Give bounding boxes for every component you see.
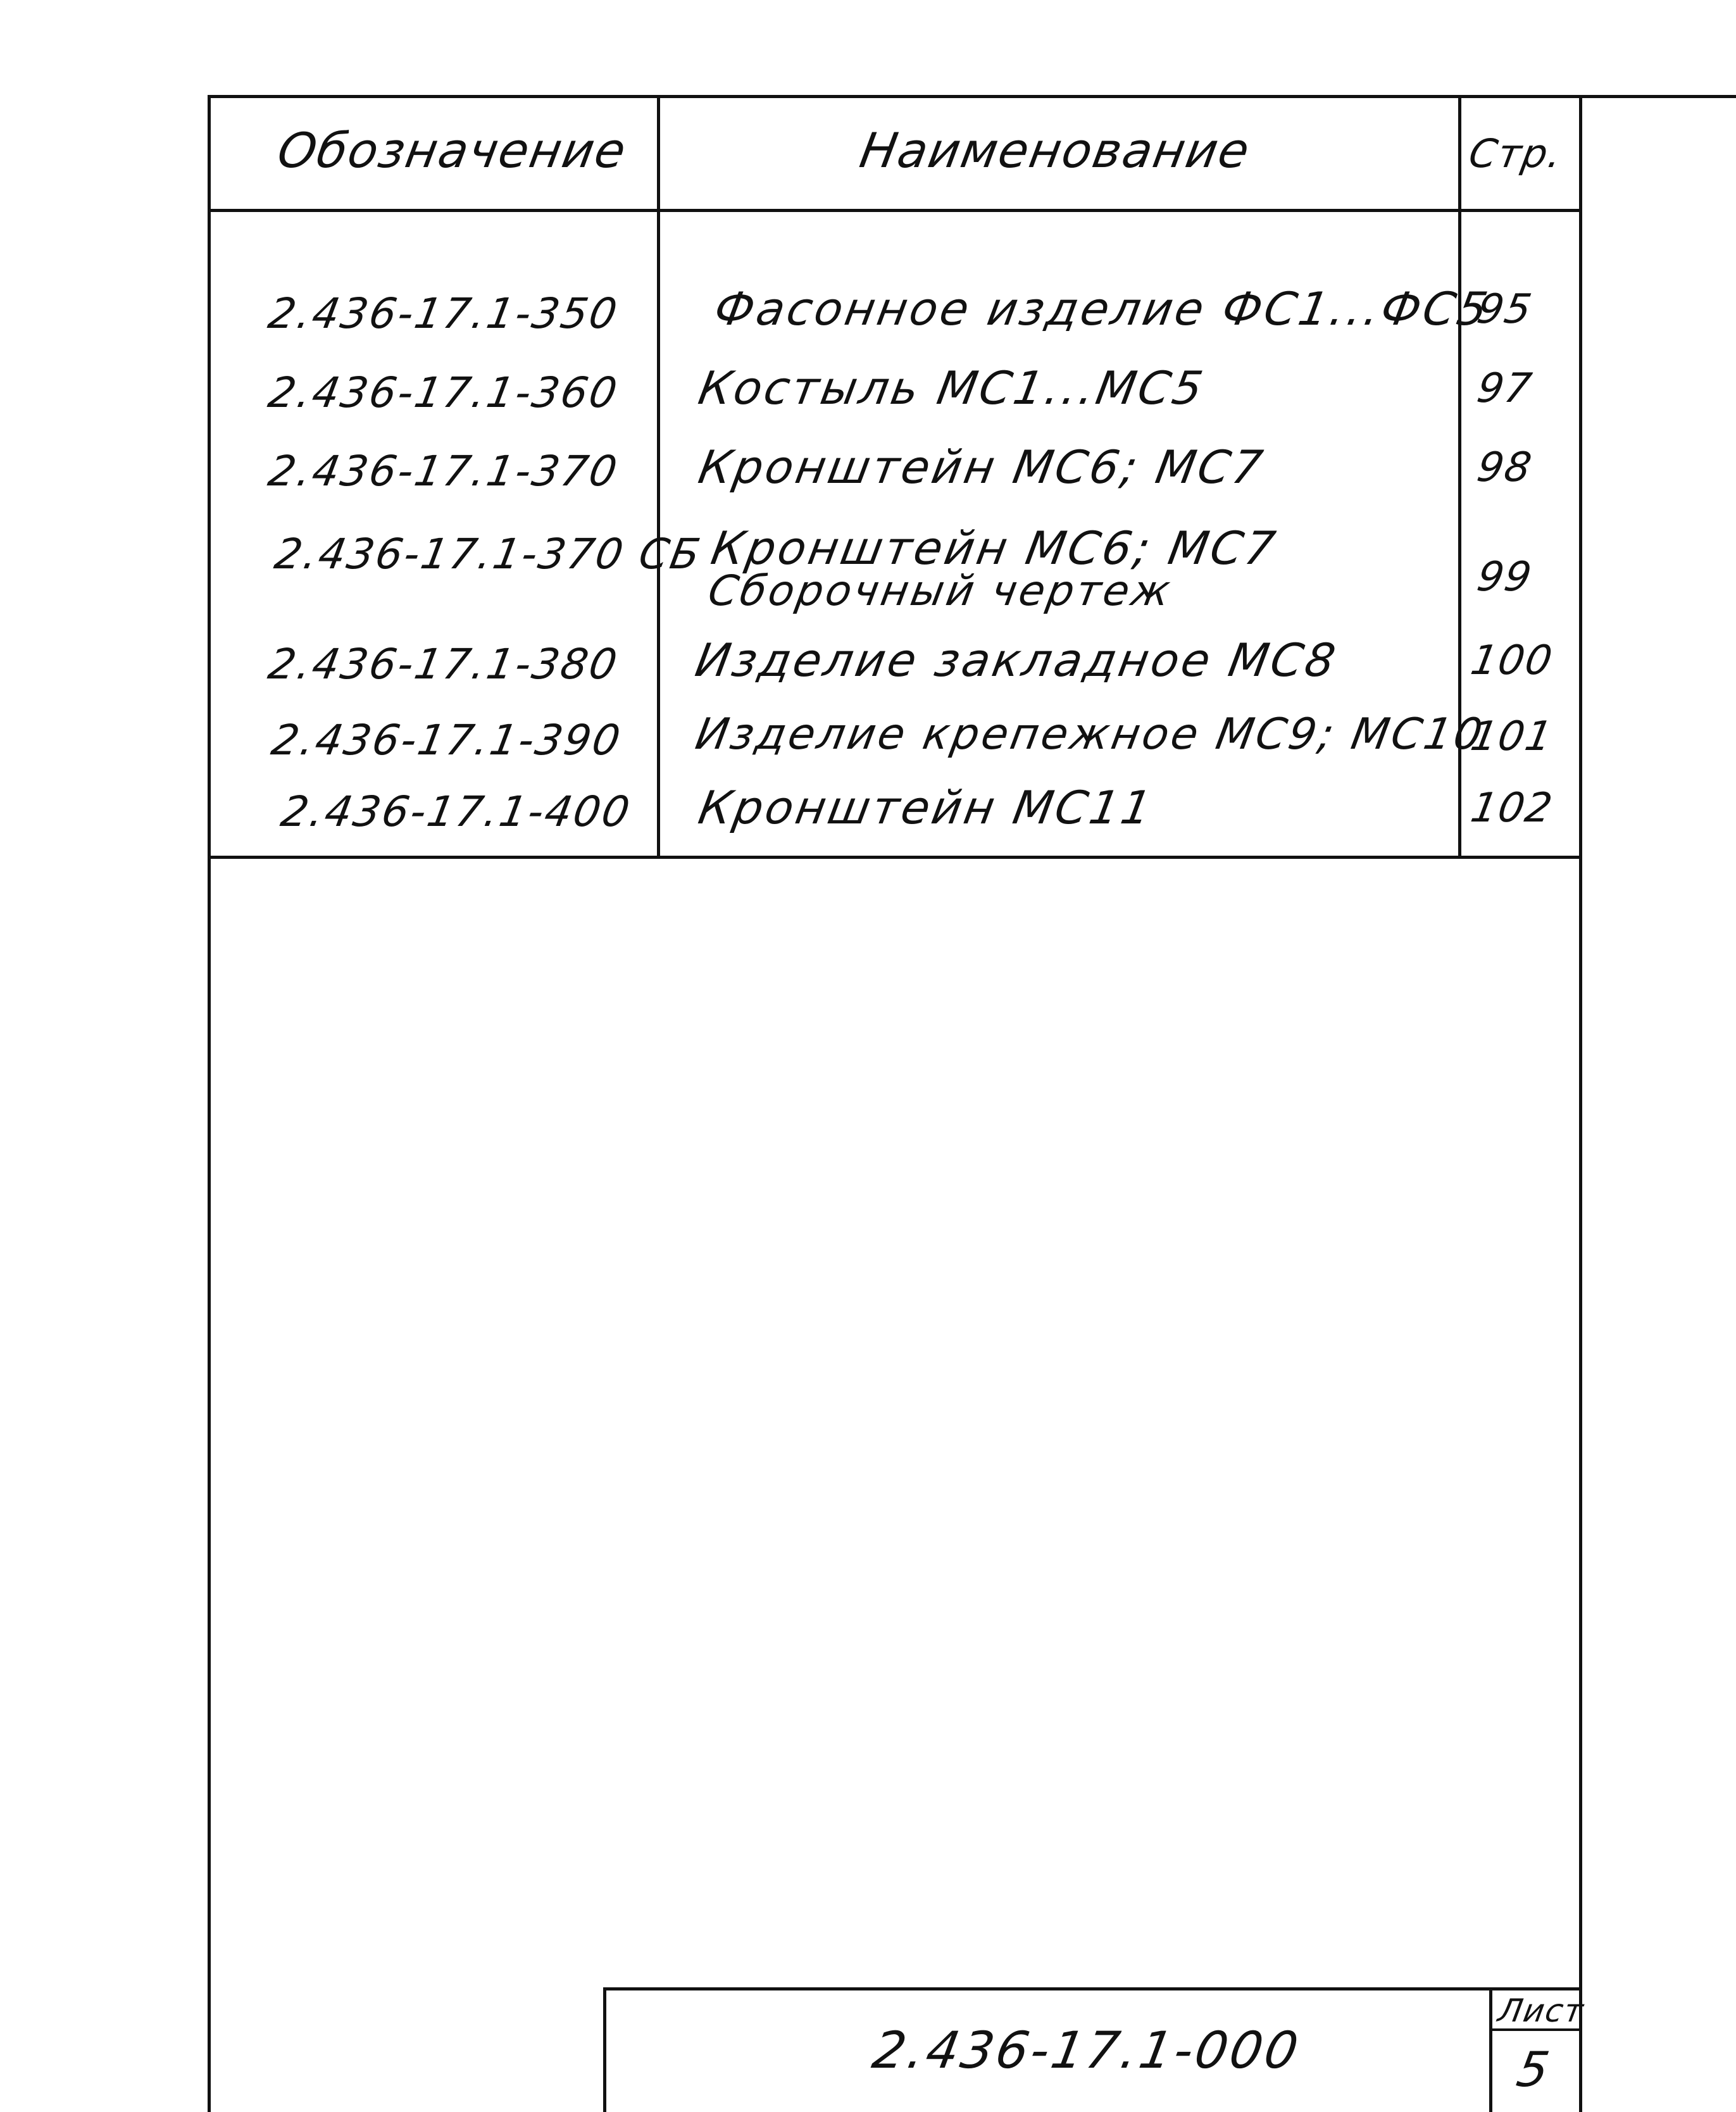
frame-right-line bbox=[1579, 95, 1582, 2112]
stamp-left-line bbox=[603, 1987, 606, 2112]
row-name: Кронштейн МС11 bbox=[694, 781, 1158, 834]
header-designation: Обозначение bbox=[273, 122, 632, 178]
row-code: 2.436-17.1-370 СБ bbox=[271, 530, 706, 578]
row-page: 100 bbox=[1467, 637, 1557, 684]
column-divider-2 bbox=[1458, 95, 1461, 858]
header-bottom-line bbox=[209, 209, 1582, 212]
frame-top-line bbox=[209, 95, 1736, 98]
frame-left-line bbox=[208, 95, 211, 2112]
document-code: 2.436-17.1-000 bbox=[868, 2021, 1305, 2080]
row-page: 97 bbox=[1473, 365, 1536, 412]
row-code: 2.436-17.1-370 bbox=[265, 447, 623, 496]
table-bottom-line bbox=[209, 856, 1582, 859]
stamp-sheet-divider bbox=[1489, 1987, 1492, 2112]
row-code: 2.436-17.1-380 bbox=[265, 640, 623, 689]
row-code: 2.436-17.1-400 bbox=[277, 787, 635, 836]
row-name-line2: Сборочный чертеж bbox=[704, 566, 1177, 615]
row-page: 99 bbox=[1473, 554, 1536, 601]
column-divider-1 bbox=[657, 95, 660, 858]
header-name: Наименование bbox=[856, 122, 1255, 178]
row-page: 98 bbox=[1473, 444, 1536, 491]
stamp-top-line bbox=[604, 1987, 1582, 1990]
row-name: Кронштейн МС6; МС7 bbox=[694, 441, 1269, 494]
row-name: Фасонное изделие ФС1...ФС5 bbox=[710, 282, 1494, 335]
row-page: 102 bbox=[1467, 785, 1557, 832]
row-page: 101 bbox=[1467, 713, 1557, 760]
row-name: Изделие закладное МС8 bbox=[691, 634, 1342, 687]
sheet-number: 5 bbox=[1513, 2041, 1555, 2097]
row-name: Кронштейн МС6; МС7 bbox=[707, 522, 1282, 575]
header-page: Стр. bbox=[1465, 130, 1567, 177]
stamp-sheet-label-line bbox=[1491, 2028, 1581, 2031]
row-name: Изделие крепежное МС9; МС10 bbox=[692, 709, 1489, 759]
row-name: Костыль МС1...МС5 bbox=[694, 361, 1209, 415]
row-code: 2.436-17.1-350 bbox=[265, 289, 623, 338]
row-code: 2.436-17.1-390 bbox=[268, 716, 626, 765]
row-page: 95 bbox=[1473, 286, 1536, 333]
row-code: 2.436-17.1-360 bbox=[265, 368, 623, 417]
sheet-label: Лист bbox=[1495, 1992, 1587, 2029]
